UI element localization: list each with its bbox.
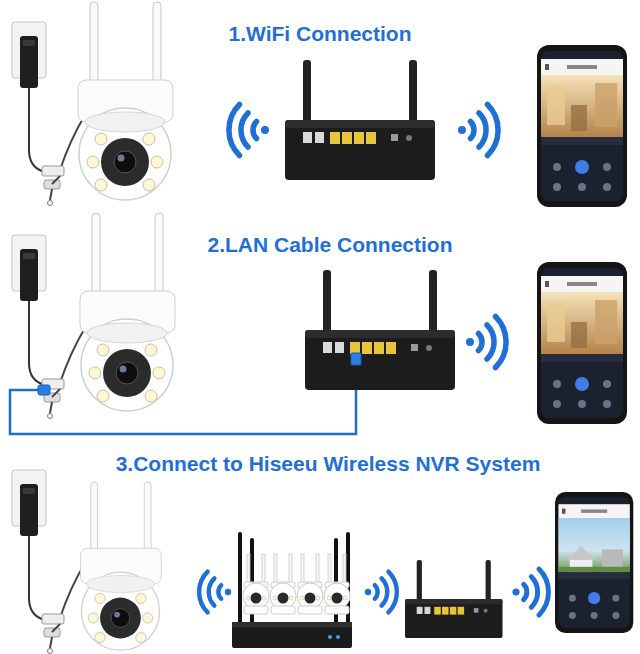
row-lan <box>10 213 627 434</box>
wifi-signal <box>466 317 506 368</box>
nvr-kit <box>232 622 352 648</box>
smartphone <box>537 45 627 207</box>
section-heading: 3.Connect to Hiseeu Wireless NVR System <box>116 452 541 476</box>
heading-slot: 2.LAN Cable Connection <box>207 233 452 257</box>
wifi-signal <box>365 572 397 613</box>
wifi-router <box>405 560 503 638</box>
ptz-camera <box>78 2 173 200</box>
lan-plug <box>38 385 50 395</box>
smartphone <box>537 262 627 424</box>
section-heading: 2.LAN Cable Connection <box>207 233 452 257</box>
section-heading: 1.WiFi Connection <box>229 22 412 46</box>
nvr-kit <box>336 635 340 639</box>
row-wifi <box>12 2 627 207</box>
nvr-kit <box>297 554 323 614</box>
nvr-kit <box>232 622 352 627</box>
nvr-kit <box>324 554 350 614</box>
wifi-signal <box>229 105 269 156</box>
heading-slot: 1.WiFi Connection <box>229 22 412 46</box>
ptz-camera <box>81 482 162 650</box>
power-adapter-and-cables <box>12 470 85 654</box>
smartphone <box>555 492 633 633</box>
lan-plug <box>351 353 361 365</box>
smartphone <box>555 492 633 633</box>
nvr-kit <box>238 534 242 624</box>
ptz-camera <box>80 213 175 411</box>
wifi-router <box>305 270 455 390</box>
row-nvr <box>12 470 633 654</box>
power-adapter-and-cables <box>12 22 85 206</box>
smartphone <box>558 567 629 572</box>
smartphone <box>567 546 595 560</box>
nvr-kit <box>328 635 332 639</box>
nvr-kit <box>243 554 269 614</box>
nvr-kit <box>270 554 296 614</box>
lan-cable <box>10 364 356 434</box>
heading-slot: 3.Connect to Hiseeu Wireless NVR System <box>116 452 541 476</box>
wifi-signal <box>512 569 548 615</box>
wifi-signal <box>458 105 498 156</box>
smartphone <box>558 518 629 572</box>
power-adapter-and-cables <box>12 235 85 419</box>
wifi-router <box>285 60 435 180</box>
wifi-signal <box>199 572 231 613</box>
nvr-kit <box>232 534 352 648</box>
